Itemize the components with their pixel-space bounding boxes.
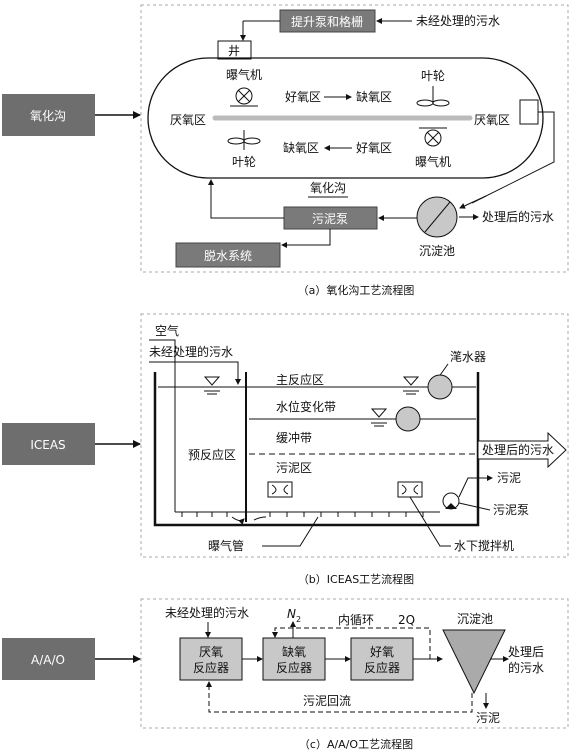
anaerobic-left-label: 厌氧区	[170, 113, 206, 127]
sludge-zone-label: 污泥区	[276, 461, 312, 475]
clarifier-c-icon	[442, 629, 506, 695]
impeller-top-label: 叶轮	[421, 69, 445, 83]
treated-water-b-arrow	[477, 431, 567, 469]
clarifier-c-label: 沉淀池	[457, 612, 493, 626]
anaerobic-line2: 反应器	[193, 660, 229, 675]
buffer-zone-label: 缓冲带	[276, 430, 312, 445]
well-label: 井	[228, 44, 240, 58]
decanter-float-low	[395, 406, 421, 432]
raw-water-b-label: 未经处理的污水	[149, 344, 233, 359]
dewatering-box	[175, 242, 281, 268]
anoxic-line1: 缺氧	[282, 644, 306, 659]
aerator-top-icon	[230, 87, 258, 107]
internal-loop-line	[272, 627, 431, 659]
ditch-outlet-box	[519, 99, 539, 125]
lift-pump-label: 提升泵和格栅	[291, 14, 363, 29]
anaerobic-right-label: 厌氧区	[474, 113, 510, 127]
decanter-label: 滗水器	[450, 350, 486, 364]
main-zone-label: 主反应区	[276, 372, 324, 387]
side-label-c: A/A/O	[31, 653, 65, 667]
pre-zone-label: 预反应区	[188, 447, 236, 462]
diffusers	[181, 512, 424, 517]
dewatering-label: 脱水系统	[204, 248, 252, 263]
pump-to-dewater-arrow	[281, 229, 331, 248]
return-sludge-arrow	[208, 179, 284, 219]
panel-a: 氧化沟 提升泵和格栅 未经处理的污水 井 曝气机 好氧区 缺氧区 叶轮	[2, 4, 569, 297]
raw-water-inlet	[149, 361, 241, 385]
oxidation-ditch-outline	[147, 57, 544, 179]
raw-water-label: 未经处理的污水	[416, 13, 500, 28]
q2-label: 2Q	[398, 613, 415, 627]
anoxic-line2: 反应器	[276, 660, 312, 675]
aerator-top-label: 曝气机	[226, 67, 262, 82]
panel-b: ICEAS 空气 未经处理的污水 滗水器	[2, 313, 569, 586]
anaerobic-line1: 厌氧	[199, 645, 223, 659]
mixer-label: 水下搅拌机	[454, 538, 514, 553]
sludge-pump-leader	[458, 502, 491, 511]
internal-loop-label: 内循环	[338, 613, 374, 627]
sludge-out-arrow	[458, 475, 493, 498]
treated-line2: 的污水	[508, 660, 544, 675]
aerobic-line1: 好氧	[370, 645, 394, 659]
mixer-icon-2	[397, 481, 423, 498]
aeration-pipe-leader	[262, 516, 319, 547]
aerobic-reactor-box	[350, 637, 414, 681]
anoxic-bottom-label: 缺氧区	[283, 140, 319, 155]
level-zone-label: 水位变化带	[276, 399, 336, 414]
n2-subscript: 2	[296, 615, 301, 624]
mixer-icon-1	[267, 481, 293, 498]
mixer-leader	[409, 496, 451, 547]
air-pipe	[149, 339, 176, 512]
side-label-c-box	[2, 638, 95, 680]
sludge-pump-b-icon	[442, 492, 460, 510]
clarifier-icon	[416, 196, 458, 238]
sludge-return-line	[206, 681, 473, 713]
treated-water-b-label: 处理后的污水	[482, 442, 554, 457]
aeration-pipe-label: 曝气管	[208, 538, 244, 553]
clarifier-label: 沉淀池	[419, 244, 455, 258]
decanter-float-high	[427, 374, 453, 400]
impeller-bottom-icon	[227, 130, 261, 150]
panel-c: A/A/O 未经处理的污水 厌氧 反应器 缺氧 反应器 好氧 反应器 N 2 内…	[2, 598, 569, 751]
outlet-to-clarifier-arrow	[459, 195, 487, 209]
n2-label: N	[287, 607, 296, 621]
aerator-bottom-label: 曝气机	[415, 154, 451, 169]
treated-line1: 处理后	[508, 645, 544, 659]
outlet-pipe	[471, 111, 555, 204]
water-surface-symbol-1	[203, 376, 221, 395]
air-label: 空气	[155, 323, 179, 338]
water-surface-symbol-2	[402, 376, 420, 395]
raw-water-c-label: 未经处理的污水	[165, 605, 249, 620]
sludge-b-label: 污泥	[497, 471, 521, 485]
well-box	[217, 40, 252, 60]
side-label-b-box	[2, 423, 95, 465]
panel-b-frame	[140, 313, 569, 558]
anoxic-reactor-box	[262, 637, 326, 681]
sludge-c-label: 污泥	[476, 711, 500, 725]
treated-water-label: 处理后的污水	[482, 209, 554, 224]
sludge-pump-b-label: 污泥泵	[493, 503, 529, 517]
sludge-return-label: 污泥回流	[303, 694, 351, 708]
side-label-a: 氧化沟	[30, 109, 66, 123]
water-surface-symbol-3	[370, 408, 388, 427]
ditch-name-label: 氧化沟	[310, 181, 346, 195]
caption-c: （c）A/A/O工艺流程图	[299, 737, 413, 751]
impeller-bottom-label: 叶轮	[232, 155, 256, 169]
impeller-top-icon	[416, 86, 450, 107]
caption-a: （a）氧化沟工艺流程图	[298, 283, 415, 297]
aerobic-line2: 反应器	[364, 660, 400, 675]
anoxic-top-label: 缺氧区	[356, 89, 392, 104]
panel-c-frame	[140, 598, 569, 729]
underflow-arrow-2	[253, 516, 267, 521]
underflow-arrow-1	[231, 516, 245, 525]
side-label-b: ICEAS	[30, 438, 65, 452]
aerobic-top-label: 好氧区	[285, 90, 321, 104]
caption-b: （b）ICEAS工艺流程图	[298, 572, 414, 586]
sludge-pump-label: 污泥泵	[312, 212, 348, 226]
aerobic-bottom-label: 好氧区	[356, 141, 392, 155]
aerator-bottom-icon	[419, 127, 447, 147]
side-label-a-box	[2, 94, 95, 136]
panel-a-frame	[140, 4, 569, 273]
